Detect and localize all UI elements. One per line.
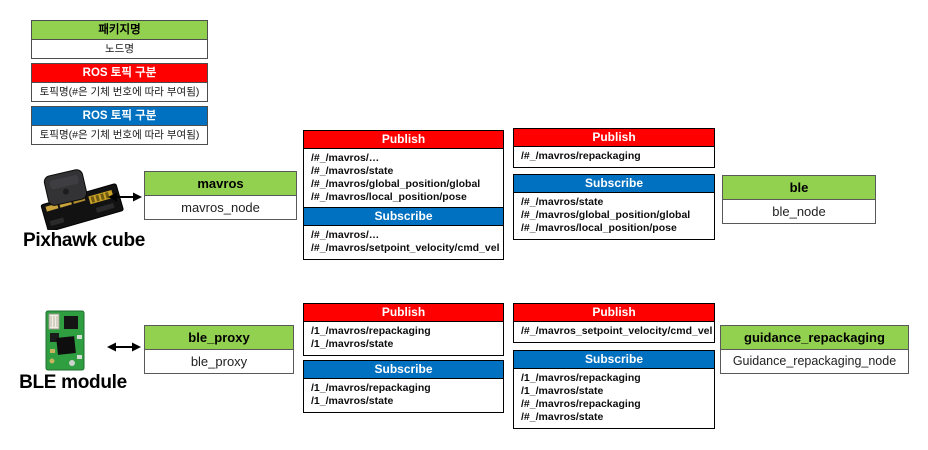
legend-topic-blue-box: ROS 토픽 구분 토픽명(#은 기체 번호에 따라 부여됨): [31, 106, 208, 145]
publish-box-ble-proxy: Publish /1_/mavros/repackaging /1_/mavro…: [303, 303, 504, 356]
topic-line: /1_/mavros/state: [311, 395, 394, 407]
ble-proxy-package-name: ble_proxy: [145, 326, 293, 350]
subscribe-box-mavros: Subscribe /#_/mavros/… /#_/mavros/setpoi…: [303, 207, 504, 260]
legend-package-box: 패키지명 노드명: [31, 20, 208, 59]
topic-line: /#_/mavros/local_position/pose: [521, 222, 677, 234]
publish-header: Publish: [304, 304, 503, 322]
legend-topic-red-box: ROS 토픽 구분 토픽명(#은 기체 번호에 따라 부여됨): [31, 63, 208, 102]
subscribe-box-guidance: Subscribe /1_/mavros/repackaging /1_/mav…: [513, 350, 715, 429]
arrow-pixhawk-mavros: [108, 192, 142, 202]
topic-line: /#_/mavros/state: [521, 411, 604, 423]
subscribe-header: Subscribe: [514, 351, 714, 369]
legend-topic-blue-body: 토픽명(#은 기체 번호에 따라 부여됨): [39, 129, 200, 141]
topic-line: /#_/mavros/…: [311, 229, 380, 241]
topic-line: /#_/mavros/state: [311, 165, 394, 177]
node-box-mavros: mavros mavros_node: [144, 171, 297, 220]
topic-line: /#_/mavros/state: [521, 196, 604, 208]
legend-topic-blue-header: ROS 토픽 구분: [32, 107, 207, 126]
ble-proxy-node-name: ble_proxy: [190, 354, 248, 369]
arrow-ble-proxy: [107, 342, 141, 352]
pixhawk-cube-label: Pixhawk cube: [22, 230, 146, 251]
ble-package-name: ble: [723, 176, 875, 200]
ble-node-name: ble_node: [772, 204, 826, 219]
node-box-ble-proxy: ble_proxy ble_proxy: [144, 325, 294, 374]
subscribe-box-ble: Subscribe /#_/mavros/state /#_/mavros/gl…: [513, 174, 715, 240]
pixhawk-cube-image: [33, 166, 127, 235]
publish-box-mavros: Publish /#_/mavros/… /#_/mavros/state /#…: [303, 130, 504, 209]
guidance-node-name: Guidance_repackaging_node: [732, 354, 897, 368]
legend-package-header: 패키지명: [32, 21, 207, 40]
topic-line: /#_/mavros_setpoint_velocity/cmd_vel: [521, 325, 713, 337]
mavros-package-name: mavros: [145, 172, 296, 196]
topic-line: /1_/mavros/repackaging: [311, 382, 431, 394]
publish-box-guidance: Publish /#_/mavros_setpoint_velocity/cmd…: [513, 303, 715, 343]
topic-line: /1_/mavros/repackaging: [311, 325, 431, 337]
publish-header: Publish: [304, 131, 503, 149]
topic-line: /#_/mavros/local_position/pose: [311, 191, 467, 203]
subscribe-box-ble-proxy: Subscribe /1_/mavros/repackaging /1_/mav…: [303, 360, 504, 413]
topic-line: /#_/mavros/global_position/global: [521, 209, 691, 221]
ble-module-label: BLE module: [19, 372, 127, 393]
publish-header: Publish: [514, 129, 714, 147]
legend-topic-red-body: 토픽명(#은 기체 번호에 따라 부여됨): [39, 86, 200, 98]
topic-line: /1_/mavros/state: [311, 338, 394, 350]
subscribe-header: Subscribe: [304, 361, 503, 379]
subscribe-header: Subscribe: [514, 175, 714, 193]
subscribe-header: Subscribe: [304, 208, 503, 226]
topic-line: /#_/mavros/setpoint_velocity/cmd_vel: [311, 242, 500, 254]
topic-line: /1_/mavros/repackaging: [521, 372, 641, 384]
topic-line: /#_/mavros/global_position/global: [311, 178, 481, 190]
ble-module-image: [42, 309, 88, 378]
legend-package-body: 노드명: [105, 43, 134, 55]
node-box-guidance: guidance_repackaging Guidance_repackagin…: [720, 325, 909, 374]
node-box-ble: ble ble_node: [722, 175, 876, 224]
topic-line: /1_/mavros/state: [521, 385, 604, 397]
mavros-node-name: mavros_node: [181, 200, 260, 215]
topic-line: /#_/mavros/repackaging: [521, 398, 641, 410]
guidance-package-name: guidance_repackaging: [721, 326, 908, 350]
legend-topic-red-header: ROS 토픽 구분: [32, 64, 207, 83]
publish-box-ble: Publish /#_/mavros/repackaging: [513, 128, 715, 168]
publish-header: Publish: [514, 304, 714, 322]
topic-line: /#_/mavros/…: [311, 152, 380, 164]
topic-line: /#_/mavros/repackaging: [521, 150, 641, 162]
